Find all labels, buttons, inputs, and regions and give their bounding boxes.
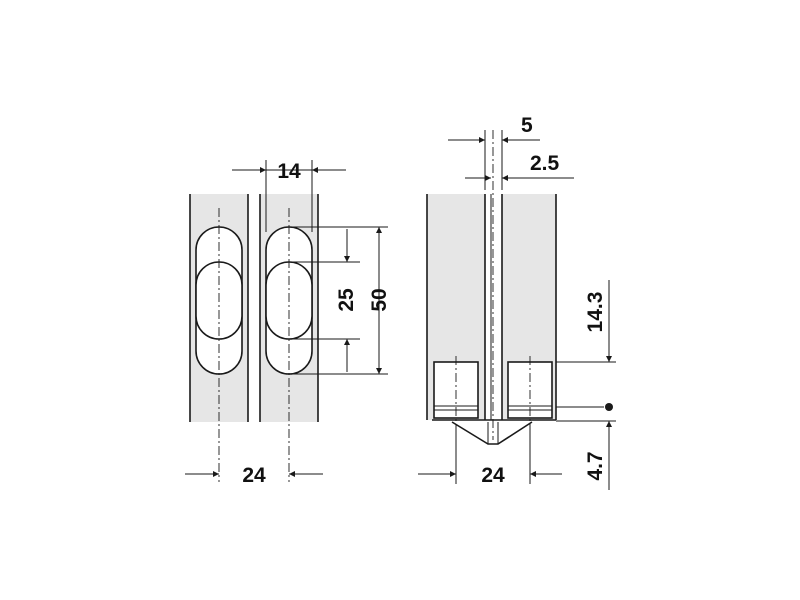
label-offset: 2.5 bbox=[530, 152, 560, 175]
dimension-height: 14.3 bbox=[584, 280, 612, 362]
dimension-side-width: 24 bbox=[418, 464, 562, 487]
side-view: 5 2.5 14.3 4.7 24 bbox=[418, 114, 616, 490]
reference-point-dot bbox=[605, 403, 613, 411]
label-outer-slot-length: 50 bbox=[368, 288, 391, 311]
dimension-outer-slot-length: 50 bbox=[368, 227, 391, 374]
label-inner-slot-length: 25 bbox=[335, 288, 358, 312]
label-bottom-offset: 4.7 bbox=[584, 451, 607, 480]
dimension-bottom-offset: 4.7 bbox=[584, 421, 612, 490]
dimension-slot-spacing: 14 bbox=[232, 160, 346, 232]
right-fitting-block bbox=[507, 356, 553, 424]
label-side-width: 24 bbox=[481, 464, 505, 487]
label-slot-spacing: 14 bbox=[277, 160, 301, 183]
dimension-inner-slot-length: 25 bbox=[335, 229, 358, 372]
label-front-width: 24 bbox=[242, 464, 266, 487]
front-view: 14 25 50 24 bbox=[185, 160, 391, 487]
left-panel bbox=[189, 194, 249, 482]
label-height: 14.3 bbox=[584, 292, 607, 333]
left-fitting-block bbox=[433, 356, 479, 424]
label-gap-width: 5 bbox=[521, 114, 533, 137]
right-panel bbox=[259, 194, 319, 482]
dimension-front-width: 24 bbox=[185, 464, 323, 487]
dimension-gap-width: 5 bbox=[448, 114, 540, 190]
v-groove-profile bbox=[432, 419, 556, 445]
dimension-offset: 2.5 bbox=[465, 152, 574, 181]
